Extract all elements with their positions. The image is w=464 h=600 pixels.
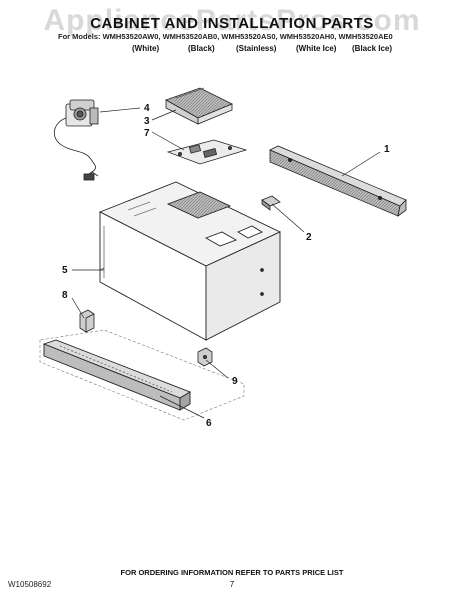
part-6-lower-trim [42, 339, 192, 411]
callout-2: 2 [306, 232, 312, 243]
callout-1: 1 [384, 144, 390, 155]
callout-7: 7 [144, 128, 150, 139]
callout-8: 8 [62, 290, 68, 301]
callout-9: 9 [232, 376, 238, 387]
page-title: CABINET AND INSTALLATION PARTS [90, 15, 374, 32]
part-6-dashed-outline [39, 329, 245, 421]
part-3-top-bracket [165, 87, 233, 125]
callout-3: 3 [144, 116, 150, 127]
callout-5: 5 [62, 265, 68, 276]
page-number: 7 [229, 580, 235, 589]
watermark: AppliancePartsPros.com [43, 4, 421, 37]
part-8-clip [79, 309, 95, 333]
part-4-power-cord [53, 99, 99, 181]
color-variant: (Stainless) [236, 44, 277, 53]
callout-6: 6 [206, 418, 212, 429]
color-variant: (White Ice) [296, 44, 337, 53]
part-7-mounting-plate [166, 139, 248, 165]
color-variant: (Black Ice) [352, 44, 393, 53]
part-9-bracket [197, 347, 213, 367]
callout-4: 4 [144, 103, 150, 114]
color-variants: (White) (Black) (Stainless) (White Ice) … [0, 44, 464, 56]
part-2-bracket [261, 195, 281, 211]
document-number: W10508692 [8, 580, 52, 589]
ordering-note: FOR ORDERING INFORMATION REFER TO PARTS … [120, 568, 344, 577]
color-variant: (White) [132, 44, 160, 53]
models-line: For Models: WMH53520AW0, WMH53520AB0, WM… [58, 32, 393, 41]
part-5-cabinet [98, 181, 282, 341]
color-variant: (Black) [188, 44, 215, 53]
leader-lines [71, 107, 381, 419]
part-1-upper-vent-trim [269, 145, 407, 217]
